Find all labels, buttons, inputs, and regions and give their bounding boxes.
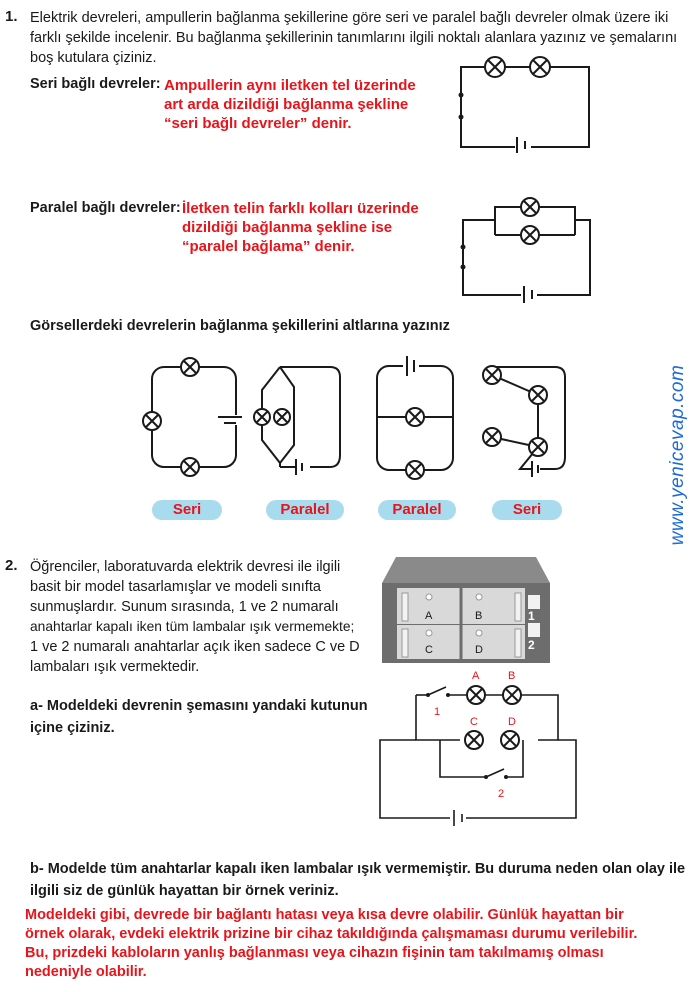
circuit-3-diagram bbox=[376, 356, 454, 480]
lamp-icon bbox=[464, 730, 484, 750]
room-label-c: C bbox=[425, 644, 433, 656]
q2-line-2: basit bir model tasarlamışlar ve modeli … bbox=[30, 579, 321, 595]
room-label-b: B bbox=[475, 610, 482, 622]
lamp-icon bbox=[405, 460, 425, 480]
lamp-label-b: B bbox=[508, 670, 515, 682]
seri-answer-line-3: “seri bağlı devreler” denir. bbox=[164, 115, 352, 132]
switch-label-2-house: 2 bbox=[528, 638, 535, 652]
paralel-label: Paralel bağlı devreler: bbox=[30, 200, 181, 216]
switch-label-2: 2 bbox=[498, 788, 504, 800]
model-circuit-diagram: A B C D 1 2 bbox=[379, 670, 577, 826]
question-2-number: 2. bbox=[5, 557, 18, 574]
paralel-answer-line-3: “paralel bağlama” denir. bbox=[182, 238, 355, 255]
part-a-line-2: içine çiziniz. bbox=[30, 720, 115, 736]
lamp-label-d: D bbox=[508, 716, 516, 728]
paralel-answer-line-2: dizildiği bağlanma şekline ise bbox=[182, 219, 393, 236]
answer-pill-4: Seri bbox=[492, 500, 562, 520]
room-label-a: A bbox=[425, 610, 433, 622]
lamp-icon bbox=[180, 457, 200, 477]
q2-line-6: lambaları ışık vermektedir. bbox=[30, 659, 200, 675]
q2-line-1: Öğrenciler, laboratuvarda elektrik devre… bbox=[30, 559, 341, 575]
answer-b-line-3: Bu, prizdeki kabloların yanlış bağlanmas… bbox=[25, 945, 604, 961]
instruction-text: Görsellerdeki devrelerin bağlanma şekill… bbox=[30, 318, 450, 334]
part-a-line-1: a- Modeldeki devrenin şemasını yandaki k… bbox=[30, 698, 368, 714]
lamp-icon bbox=[273, 408, 291, 426]
paralel-answer: İletken telin farklı kolları üzerinde di… bbox=[182, 199, 419, 256]
lamp-icon bbox=[142, 411, 162, 431]
circuit-4-diagram bbox=[482, 365, 566, 477]
question-1-text: Elektrik devreleri, ampullerin bağlanma … bbox=[30, 8, 695, 68]
seri-label: Seri bağlı devreler: bbox=[30, 76, 161, 92]
lamp-icon bbox=[482, 427, 502, 447]
circuit-2-diagram bbox=[253, 366, 341, 475]
answer-b-line-2: örnek olarak, evdeki elektrik prizine bi… bbox=[25, 926, 638, 942]
answer-b: Modeldeki gibi, devrede bir bağlantı hat… bbox=[25, 906, 697, 982]
answer-pill-2: Paralel bbox=[266, 500, 344, 520]
q2-line-5: 1 ve 2 numaralı anahtarlar açık iken sad… bbox=[30, 639, 360, 655]
part-a-text: a- Modeldeki devrenin şemasını yandaki k… bbox=[30, 695, 368, 739]
part-b-text: b- Modelde tüm anahtarlar kapalı iken la… bbox=[30, 858, 698, 902]
q1-line-2: farklı şekilde incelenir. Bu bağlanma şe… bbox=[30, 30, 678, 46]
question-2-text: Öğrenciler, laboratuvarda elektrik devre… bbox=[30, 557, 370, 677]
watermark-text: www.yenicevap.com bbox=[667, 364, 688, 546]
q2-line-4: anahtarlar kapalı iken tüm lambalar ışık… bbox=[30, 619, 355, 634]
lamp-icon bbox=[528, 437, 548, 457]
lamp-icon bbox=[253, 408, 271, 426]
lamp-label-c: C bbox=[470, 716, 478, 728]
part-b-line-2: ilgili siz de günlük hayattan bir örnek … bbox=[30, 883, 339, 899]
room-label-d: D bbox=[475, 644, 483, 656]
lamp-icon bbox=[484, 56, 506, 78]
answer-pill-1: Seri bbox=[152, 500, 222, 520]
lamp-icon bbox=[520, 197, 540, 217]
lamp-icon bbox=[405, 407, 425, 427]
series-circuit-diagram bbox=[458, 56, 590, 154]
lamp-icon bbox=[502, 685, 522, 705]
paralel-answer-line-1: İletken telin farklı kolları üzerinde bbox=[182, 200, 419, 217]
question-1-number: 1. bbox=[5, 8, 18, 25]
lamp-icon bbox=[466, 685, 486, 705]
part-b-line-1: b- Modelde tüm anahtarlar kapalı iken la… bbox=[30, 861, 686, 877]
q1-line-1: Elektrik devreleri, ampullerin bağlanma … bbox=[30, 10, 669, 26]
lamp-icon bbox=[180, 357, 200, 377]
parallel-circuit-diagram bbox=[460, 197, 591, 303]
answer-pill-3: Paralel bbox=[378, 500, 456, 520]
switch-label-1-house: 1 bbox=[528, 609, 535, 623]
lamp-icon bbox=[500, 730, 520, 750]
house-model-illustration: A B C D 1 2 bbox=[382, 557, 550, 663]
seri-answer-line-1: Ampullerin aynı iletken tel üzerinde bbox=[164, 77, 416, 94]
q1-line-3: boş kutulara çiziniz. bbox=[30, 50, 157, 66]
seri-answer: Ampullerin aynı iletken tel üzerinde art… bbox=[164, 76, 416, 133]
lamp-label-a: A bbox=[472, 670, 480, 682]
watermark: www.yenicevap.com bbox=[667, 330, 688, 580]
lamp-icon bbox=[529, 56, 551, 78]
lamp-icon bbox=[482, 365, 502, 385]
answer-b-line-1: Modeldeki gibi, devrede bir bağlantı hat… bbox=[25, 907, 624, 923]
lamp-icon bbox=[528, 385, 548, 405]
switch-label-1: 1 bbox=[434, 706, 440, 718]
seri-answer-line-2: art arda dizildiği bağlanma şekline bbox=[164, 96, 409, 113]
circuit-1-diagram bbox=[142, 357, 242, 477]
lamp-icon bbox=[520, 225, 540, 245]
answer-b-line-4: nedeniyle olabilir. bbox=[25, 964, 147, 980]
q2-line-3: sunmuşlardır. Sunum sırasında, 1 ve 2 nu… bbox=[30, 599, 339, 615]
